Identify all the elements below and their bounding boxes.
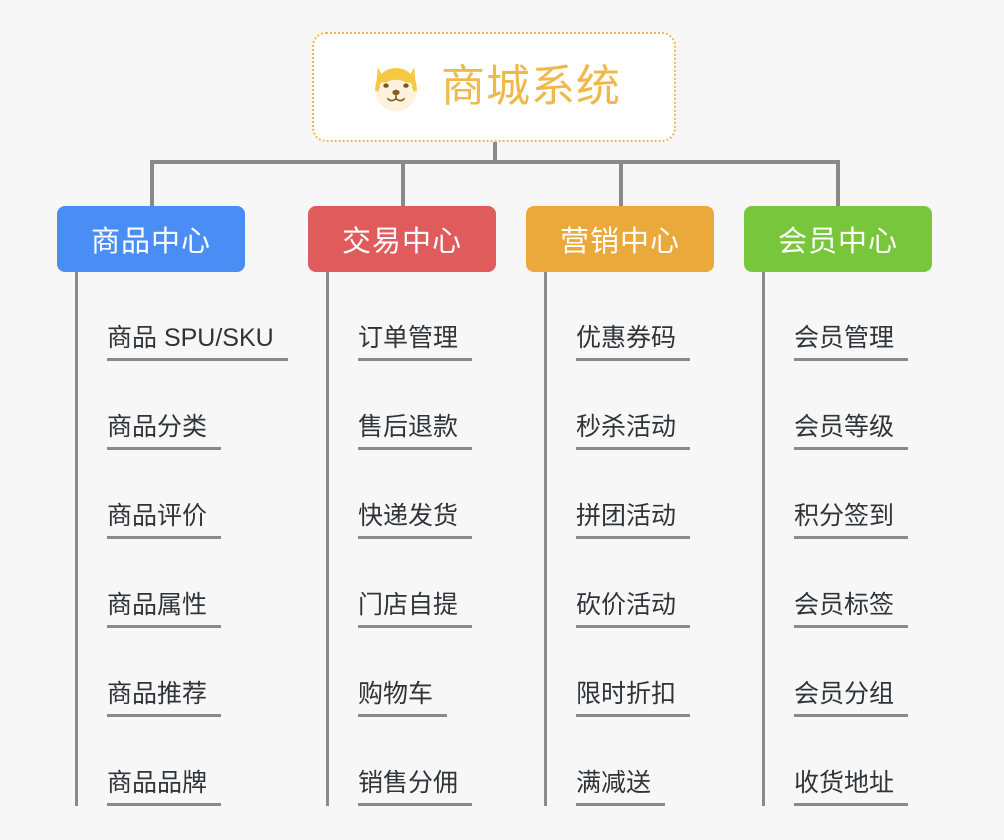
- list-item[interactable]: 购物车: [326, 628, 496, 717]
- leaf-label: 商品评价: [107, 502, 222, 539]
- list-item[interactable]: 门店自提: [326, 539, 496, 628]
- connector-drop-3: [619, 160, 623, 208]
- list-item[interactable]: 会员等级: [762, 361, 932, 450]
- leaf-label: 商品 SPU/SKU: [107, 324, 288, 361]
- list-item[interactable]: 收货地址: [762, 717, 932, 806]
- list-item[interactable]: 拼团活动: [544, 450, 714, 539]
- list-item[interactable]: 商品推荐: [75, 628, 245, 717]
- list-item[interactable]: 快递发货: [326, 450, 496, 539]
- category-header-3-label: 营销中心: [559, 226, 680, 258]
- connector-drop-1: [150, 160, 154, 208]
- category-header-3[interactable]: 营销中心: [526, 206, 714, 272]
- leaf-label: 秒杀活动: [576, 413, 691, 450]
- leaf-label: 商品分类: [107, 413, 222, 450]
- list-item[interactable]: 商品品牌: [75, 717, 245, 806]
- leaf-label: 积分签到: [794, 502, 909, 539]
- list-item[interactable]: 订单管理: [326, 272, 496, 361]
- leaf-label: 销售分佣: [358, 769, 473, 806]
- leaf-label: 商品属性: [107, 591, 222, 628]
- category-header-2-label: 交易中心: [341, 226, 462, 258]
- branch-items-4: 会员管理 会员等级 积分签到 会员标签 会员分组 收货地址: [762, 272, 932, 806]
- category-header-2[interactable]: 交易中心: [308, 206, 496, 272]
- leaf-label: 拼团活动: [576, 502, 691, 539]
- leaf-label: 会员分组: [794, 680, 909, 717]
- leaf-label: 优惠券码: [576, 324, 691, 361]
- connector-drop-4: [836, 160, 840, 208]
- leaf-label: 砍价活动: [576, 591, 691, 628]
- leaf-label: 限时折扣: [576, 680, 691, 717]
- list-item[interactable]: 优惠券码: [544, 272, 714, 361]
- list-item[interactable]: 售后退款: [326, 361, 496, 450]
- leaf-label: 商品品牌: [107, 769, 222, 806]
- leaf-label: 会员等级: [794, 413, 909, 450]
- branch-column-1: 商品中心 商品 SPU/SKU 商品分类 商品评价 商品属性 商品推荐 商品品牌: [57, 206, 288, 806]
- leaf-label: 购物车: [358, 680, 448, 717]
- list-item[interactable]: 秒杀活动: [544, 361, 714, 450]
- list-item[interactable]: 会员分组: [762, 628, 932, 717]
- list-item[interactable]: 商品属性: [75, 539, 245, 628]
- root-node-shop-system[interactable]: 商城系统: [312, 32, 676, 142]
- branch-items-2: 订单管理 售后退款 快递发货 门店自提 购物车 销售分佣: [326, 272, 496, 806]
- list-item[interactable]: 砍价活动: [544, 539, 714, 628]
- branch-spine-3: [544, 272, 547, 806]
- leaf-label: 收货地址: [794, 769, 909, 806]
- category-header-1[interactable]: 商品中心: [57, 206, 245, 272]
- list-item[interactable]: 商品分类: [75, 361, 245, 450]
- list-item[interactable]: 商品 SPU/SKU: [75, 272, 288, 361]
- list-item[interactable]: 满减送: [544, 717, 714, 806]
- branch-spine-2: [326, 272, 329, 806]
- list-item[interactable]: 会员管理: [762, 272, 932, 361]
- leaf-label: 订单管理: [358, 324, 473, 361]
- list-item[interactable]: 限时折扣: [544, 628, 714, 717]
- branch-items-3: 优惠券码 秒杀活动 拼团活动 砍价活动 限时折扣 满减送: [544, 272, 714, 806]
- list-item[interactable]: 商品评价: [75, 450, 245, 539]
- branch-column-2: 交易中心 订单管理 售后退款 快递发货 门店自提 购物车 销售分佣: [308, 206, 496, 806]
- leaf-label: 门店自提: [358, 591, 473, 628]
- connector-horizontal-bus: [150, 160, 840, 164]
- leaf-label: 商品推荐: [107, 680, 222, 717]
- leaf-label: 会员标签: [794, 591, 909, 628]
- branch-items-1: 商品 SPU/SKU 商品分类 商品评价 商品属性 商品推荐 商品品牌: [75, 272, 288, 806]
- branch-column-4: 会员中心 会员管理 会员等级 积分签到 会员标签 会员分组 收货地址: [744, 206, 932, 806]
- connector-drop-2: [401, 160, 405, 208]
- branch-spine-4: [762, 272, 765, 806]
- list-item[interactable]: 积分签到: [762, 450, 932, 539]
- leaf-label: 满减送: [576, 769, 666, 806]
- leaf-label: 会员管理: [794, 324, 909, 361]
- branch-column-3: 营销中心 优惠券码 秒杀活动 拼团活动 砍价活动 限时折扣 满减送: [526, 206, 714, 806]
- list-item[interactable]: 会员标签: [762, 539, 932, 628]
- connector-root-stem: [493, 142, 497, 164]
- list-item[interactable]: 销售分佣: [326, 717, 496, 806]
- category-header-4[interactable]: 会员中心: [744, 206, 932, 272]
- root-node-title: 商城系统: [441, 62, 621, 111]
- category-header-1-label: 商品中心: [90, 226, 211, 258]
- category-header-4-label: 会员中心: [777, 226, 898, 258]
- shiba-dog-face-icon: [375, 67, 417, 112]
- leaf-label: 售后退款: [358, 413, 473, 450]
- leaf-label: 快递发货: [358, 502, 473, 539]
- branch-spine-1: [75, 272, 78, 806]
